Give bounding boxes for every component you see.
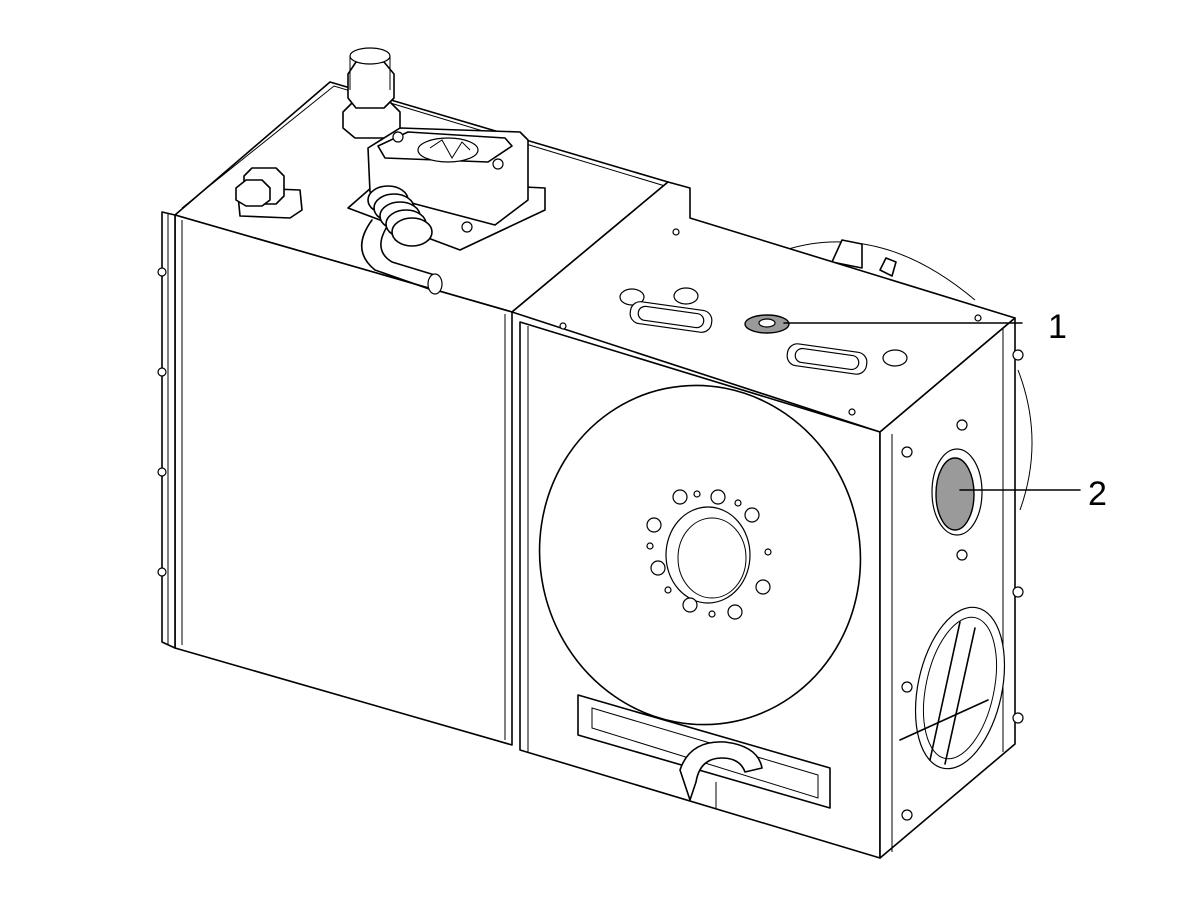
air-fitting-top bbox=[342, 47, 401, 139]
rotary-head bbox=[511, 181, 1033, 859]
side-port-plug bbox=[931, 448, 983, 536]
callout-1: 1 bbox=[783, 308, 1067, 346]
clamp-slot bbox=[577, 694, 831, 809]
top-face-features bbox=[559, 228, 982, 416]
callout-2-label: 2 bbox=[1088, 475, 1107, 513]
callout-2: 2 bbox=[959, 475, 1107, 513]
side-bolts bbox=[901, 349, 1024, 821]
coiled-hose bbox=[360, 185, 443, 295]
callout-1-label: 1 bbox=[1048, 308, 1067, 346]
air-fitting-left bbox=[235, 167, 303, 219]
faceplate bbox=[538, 384, 862, 726]
logo-badge bbox=[899, 606, 1006, 770]
top-port-plug bbox=[744, 314, 790, 334]
